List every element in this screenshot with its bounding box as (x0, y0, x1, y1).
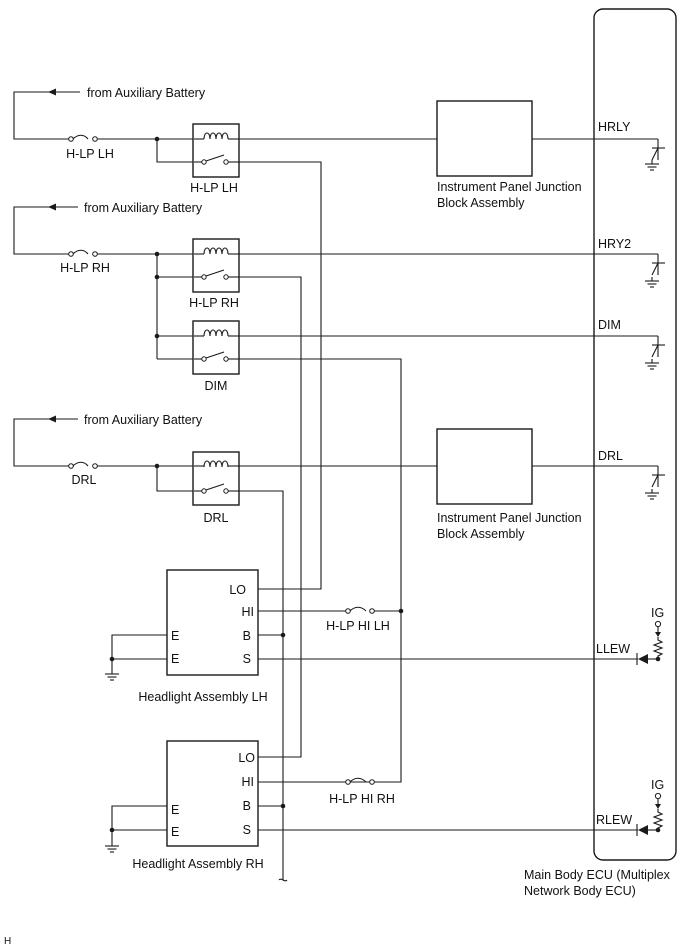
source-label-drl: from Auxiliary Battery (84, 413, 203, 427)
ecu-terminal-hry2: HRY2 (598, 237, 631, 251)
ground-icon (104, 669, 120, 681)
hl-lh-pin-hi: HI (242, 605, 255, 619)
fuse-hlp-hi-rh: H-LP HI RH (329, 777, 395, 806)
fuse-drl: DRL (68, 461, 98, 487)
source-label-hlp-rh: from Auxiliary Battery (84, 201, 203, 215)
source-hlp-lh: from Auxiliary Battery (13, 86, 206, 140)
ecu-terminal-dim: DIM (598, 318, 621, 332)
relay-label-hlp-rh: H-LP RH (189, 296, 239, 310)
ecu-name-line1: Main Body ECU (Multiplex (524, 868, 671, 882)
source-drl: from Auxiliary Battery (13, 413, 203, 467)
hl-rh-pin-s: S (243, 823, 251, 837)
ecu-terminal-rlew: RLEW (596, 813, 632, 827)
junction-block-upper: Instrument Panel Junction Block Assembly (436, 100, 582, 210)
relay-label-drl: DRL (203, 511, 228, 525)
relay-label-dim: DIM (205, 379, 228, 393)
ecu-name-line2: Network Body ECU) (524, 884, 636, 898)
transistor-hrly (644, 139, 665, 171)
ecu-ig-label-lower: IG (651, 778, 664, 792)
relay-hlp-lh: H-LP LH (190, 123, 240, 195)
ecu-terminal-hrly: HRLY (598, 120, 631, 134)
hl-rh-pin-e2: E (171, 825, 179, 839)
relay-label-hlp-lh: H-LP LH (190, 181, 238, 195)
hl-lh-pin-e2: E (171, 652, 179, 666)
junction-block-upper-line2: Block Assembly (437, 196, 525, 210)
junction-block-upper-line1: Instrument Panel Junction (437, 180, 582, 194)
hl-lh-pin-b: B (243, 629, 251, 643)
fuse-label-hlp-rh: H-LP RH (60, 261, 110, 275)
junction-block-lower-line1: Instrument Panel Junction (437, 511, 582, 525)
corner-mark: H (4, 936, 11, 947)
source-label-hlp-lh: from Auxiliary Battery (87, 86, 206, 100)
ecu-body (593, 8, 677, 861)
relay-hlp-rh: H-LP RH (189, 238, 240, 310)
transistor-hry2 (644, 254, 665, 288)
fuse-hlp-lh: H-LP LH (66, 134, 114, 161)
hl-rh-pin-e1: E (171, 803, 179, 817)
headlight-lh-name: Headlight Assembly LH (138, 690, 267, 704)
ecu-terminal-llew: LLEW (596, 642, 630, 656)
hl-lh-pin-s: S (243, 652, 251, 666)
ecu-input-rlew: IG (636, 778, 664, 836)
fuse-label-drl: DRL (71, 473, 96, 487)
ground-icon (104, 841, 120, 853)
hl-rh-pin-lo: LO (238, 751, 255, 765)
headlight-assembly-rh: LO HI B S E E Headlight Assembly RH (132, 740, 264, 871)
transistor-dim (644, 336, 665, 370)
headlight-assembly-lh: LO HI B S E E Headlight Assembly LH (138, 569, 268, 704)
ecu-ig-label-upper: IG (651, 606, 664, 620)
source-hlp-rh: from Auxiliary Battery (13, 201, 203, 255)
headlight-rh-name: Headlight Assembly RH (132, 857, 263, 871)
transistor-drl (644, 466, 665, 500)
relay-dim: DIM (192, 320, 240, 393)
ecu-input-llew: IG (636, 606, 664, 665)
junction-block-lower-line2: Block Assembly (437, 527, 525, 541)
fuse-hlp-hi-lh: H-LP HI LH (326, 606, 390, 633)
relay-drl: DRL (192, 451, 240, 525)
hl-lh-pin-e1: E (171, 629, 179, 643)
hl-lh-pin-lo: LO (229, 583, 246, 597)
fuse-label-hlp-hi-lh: H-LP HI LH (326, 619, 390, 633)
hl-rh-pin-hi: HI (242, 775, 255, 789)
hl-rh-pin-b: B (243, 799, 251, 813)
junction-block-lower: Instrument Panel Junction Block Assembly (436, 428, 582, 541)
ecu-terminal-drl: DRL (598, 449, 623, 463)
fuse-label-hlp-lh: H-LP LH (66, 147, 114, 161)
fuse-label-hlp-hi-rh: H-LP HI RH (329, 792, 395, 806)
